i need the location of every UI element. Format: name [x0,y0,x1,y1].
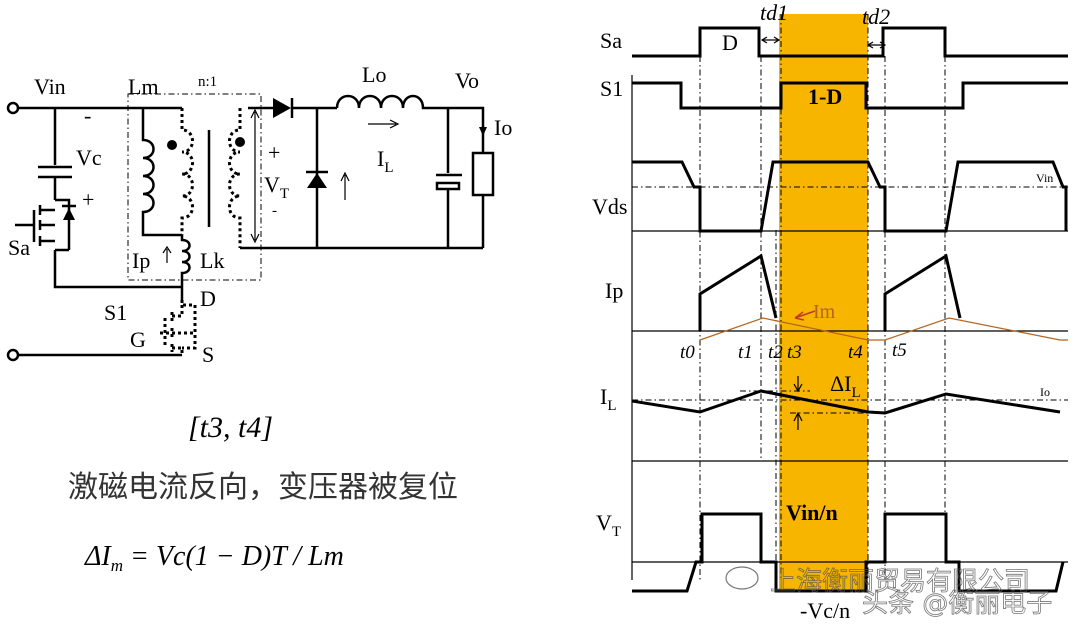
im-pointer-icon [794,310,816,321]
caption-text: 激磁电流反向，变压器被复位 [68,470,458,505]
transformer-model-box [127,93,262,281]
lm-inductor [141,108,182,237]
duty-label: D [722,30,738,55]
ip-arrow-icon [162,245,172,263]
freewheel-diode-icon [307,173,327,188]
interval-highlight [779,14,868,590]
ip-signal-label: Ip [605,278,623,303]
t3-label: t3 [787,342,802,363]
delta-il-label: ΔIL [830,371,861,401]
time-labels: t0 t1 t2 t3 t4 t5 [680,340,907,363]
t0-label: t0 [680,342,695,363]
t1-label: t1 [738,342,753,363]
im-waveform [699,317,1068,341]
watermark-handle: 头条 @衡丽电子 [862,589,1052,619]
s1-waveform [632,81,1068,110]
s1-mosfet [160,300,197,355]
vt-arrow-icon [250,108,260,244]
body-diode-icon [63,208,75,220]
im-label: Im [813,301,836,323]
t5-label: t5 [892,340,907,361]
timing-waveforms [631,14,1068,593]
sa-mosfet [15,204,76,246]
vin-level-label: Vin [1036,171,1053,185]
t2-label: t2 [768,342,783,363]
output-capacitor [436,108,462,248]
rectifier-diode-icon [273,98,291,118]
wechat-icon [725,566,759,590]
lo-label: Lo [362,62,386,87]
input-rails [18,106,182,357]
clamp-branch [38,108,182,289]
io-level-label: Io [1040,385,1050,399]
vo-label: Vo [455,68,479,93]
io-label: Io [494,115,512,140]
vc-label: Vc [76,145,102,170]
source-label: S [202,342,214,367]
vt-minus-sign: - [272,203,277,219]
vt-waveform [632,512,1065,593]
circuit-schematic: Vin Lm n:1 Lo Vo Vc - + Sa Ip Lk + VT - … [6,62,512,367]
lk-label: Lk [200,248,224,273]
watermark-company: 上海衡丽贸易有限公司 [770,567,1030,597]
sa-signal-label: Sa [600,28,622,53]
turns-ratio-label: n:1 [198,74,217,90]
lk-inductor [180,235,191,300]
io-arrow-icon [479,127,487,136]
duty-complement-label: 1-D [808,84,842,109]
primary-dot-icon [167,140,177,150]
freewheel-arrow-icon [340,171,350,200]
gate-label: G [130,327,146,352]
secondary-wiring [240,106,483,250]
vin-terminal [6,101,20,115]
vin-label: Vin [34,74,66,99]
il-signal-label: IL [600,384,617,414]
il-waveform [631,389,1061,415]
capacitor-plate [435,181,461,191]
load-resistor [471,151,495,197]
primary-winding [180,108,194,235]
vc-plus-sign: + [82,187,94,212]
vds-waveform [632,160,1068,233]
il-label: IL [377,146,394,176]
drain-label: D [200,286,216,311]
deadtime-arrows-icon [760,36,887,49]
lo-inductor [335,94,485,153]
ip-label: Ip [132,248,150,273]
vds-signal-label: Vds [592,194,627,219]
sa-waveform [632,26,1068,58]
vt-signal-label: VT [596,510,621,540]
formula: ΔIm = Vc(1 − D)T / Lm [84,541,344,575]
ip-waveform [698,253,962,331]
neg-vc-n-label: -Vc/n [800,598,850,623]
vin-n-label: Vin/n [786,500,838,525]
watermark: 上海衡丽贸易有限公司 头条 @衡丽电子 [725,566,1053,619]
vc-minus-sign: - [84,103,91,128]
zero-lines [632,330,1068,563]
td1-label: td1 [760,0,788,25]
s1-signal-label: S1 [600,76,623,101]
sa-label: Sa [8,235,30,260]
lm-label: Lm [128,74,159,99]
s1-label: S1 [104,300,127,325]
ground-terminal [6,348,20,362]
td2-label: td2 [862,4,890,29]
secondary-dot-icon [235,137,245,147]
vt-plus-sign: + [268,140,280,165]
vt-label: VT [264,172,289,202]
delta-il-arrows-icon [793,376,803,430]
secondary-winding [228,108,242,248]
t4-label: t4 [848,342,863,363]
interval-label: [t3, t4] [188,411,273,444]
il-arrow-icon [368,119,400,129]
